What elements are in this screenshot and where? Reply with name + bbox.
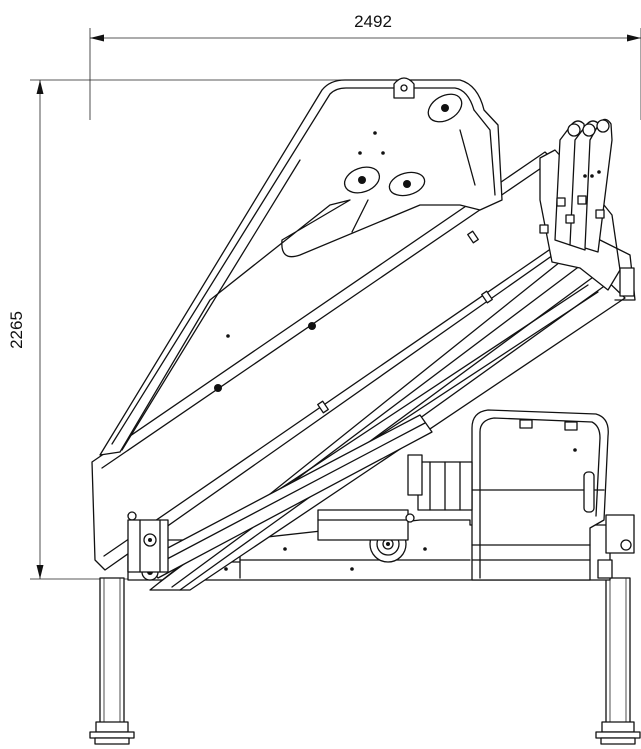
valve-block — [605, 514, 635, 554]
boom-tip — [539, 118, 636, 301]
left-leg-pad — [94, 737, 130, 745]
width-arrow-right — [627, 34, 641, 42]
right-leg-collar — [601, 721, 635, 733]
right-leg-pad — [600, 737, 636, 745]
height-dimension-label: 2265 — [7, 311, 26, 349]
height-arrow-bottom — [36, 565, 44, 579]
pump-unit — [407, 454, 473, 511]
height-arrow-top — [36, 80, 44, 94]
knuckle-column — [99, 77, 503, 456]
extension-boom — [141, 232, 626, 591]
control-valve-housing — [471, 409, 635, 581]
left-leg-collar — [95, 721, 129, 733]
right-leg-foot — [595, 731, 641, 739]
cover-shell — [471, 409, 609, 581]
left-base-bracket — [127, 519, 169, 573]
boom-bolt — [127, 511, 137, 521]
left-leg-foot — [89, 731, 135, 739]
width-dimension-label: 2492 — [354, 12, 392, 31]
main-boom — [91, 151, 611, 571]
handle — [583, 471, 595, 513]
width-arrow-left — [90, 34, 104, 42]
width-dimension: 2492 — [89, 12, 641, 120]
right-stabilizer-leg — [595, 577, 641, 745]
left-stabilizer-leg — [89, 577, 135, 745]
column-housing — [317, 509, 409, 541]
